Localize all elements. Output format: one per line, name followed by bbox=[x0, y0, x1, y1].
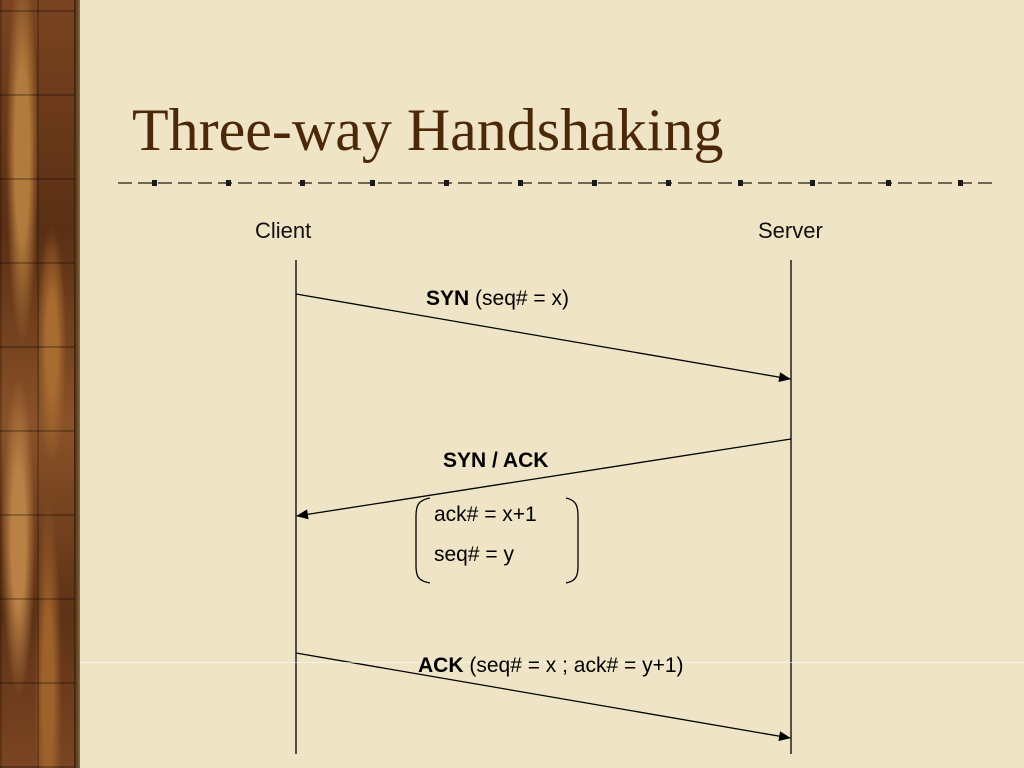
ack-arrow bbox=[295, 652, 791, 742]
right-brace bbox=[565, 497, 579, 584]
synack-field-seq: seq# = y bbox=[434, 543, 514, 566]
syn-detail: (seq# = x) bbox=[475, 287, 569, 310]
server-label: Server bbox=[758, 218, 823, 243]
slide-title: Three-way Handshaking bbox=[132, 97, 724, 163]
footer-divider bbox=[80, 662, 1024, 663]
ack-detail: (seq# = x ; ack# = y+1) bbox=[469, 654, 684, 677]
left-brace bbox=[415, 497, 431, 584]
title-divider bbox=[118, 180, 998, 186]
sidebar-edge bbox=[74, 0, 80, 768]
synack-label: SYN / ACK bbox=[443, 449, 548, 473]
syn-name: SYN bbox=[426, 287, 470, 310]
synack-name: SYN / ACK bbox=[443, 449, 549, 472]
syn-label: SYN (seq# = x) bbox=[426, 287, 569, 311]
ack-name: ACK bbox=[418, 654, 464, 677]
wood-sidebar bbox=[0, 0, 74, 768]
syn-arrow bbox=[295, 293, 791, 383]
client-label: Client bbox=[255, 218, 312, 243]
ack-label: ACK (seq# = x ; ack# = y+1) bbox=[418, 654, 684, 678]
synack-arrow bbox=[296, 438, 792, 520]
synack-field-ack: ack# = x+1 bbox=[434, 503, 537, 526]
